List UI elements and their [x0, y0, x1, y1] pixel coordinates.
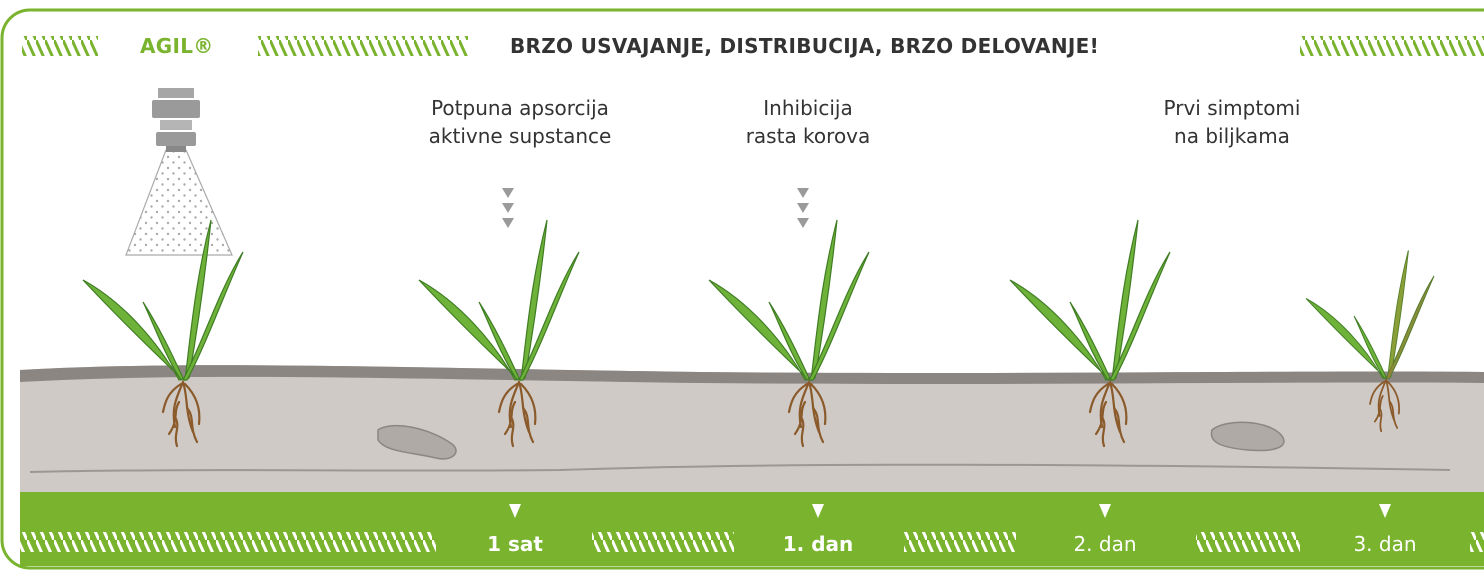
stage-label-absorption: Potpuna apsorcija aktivne supstance [428, 96, 612, 148]
hatch-pattern-icon [20, 532, 436, 552]
down-arrow-icon [1379, 504, 1391, 518]
brand-label: AGIL® [140, 34, 214, 58]
hatch-pattern-icon [1470, 532, 1484, 552]
hatch-pattern-icon [258, 36, 468, 56]
stone-icon [377, 424, 457, 460]
timeline-label: 3. dan [1353, 532, 1417, 556]
hatch-pattern-icon [1300, 36, 1484, 56]
timeline-markers [509, 504, 1391, 518]
down-arrow-icon [1099, 504, 1111, 518]
soil-layer [20, 365, 1484, 495]
stage-label-inhibition: Inhibicija rasta korova [745, 96, 871, 148]
timeline-band [20, 492, 1484, 566]
down-arrow-icon [509, 504, 521, 518]
hatch-pattern-icon [904, 532, 1016, 552]
hatch-pattern-icon [592, 532, 734, 552]
plant-wilting [1305, 249, 1435, 433]
down-arrow-icon [812, 504, 824, 518]
sprayer-icon [125, 88, 233, 256]
hatch-pattern-icon [22, 36, 98, 56]
diagram-title: BRZO USVAJANJE, DISTRIBUCIJA, BRZO DELOV… [510, 34, 1099, 58]
timeline-label: 1. dan [782, 532, 854, 556]
hatch-pattern-icon [1196, 532, 1300, 552]
timeline-label: 2. dan [1073, 532, 1137, 556]
stone-icon [1210, 421, 1285, 452]
stage-label-symptoms: Prvi simptomi na biljkama [1163, 96, 1301, 148]
timeline-label: 1 sat [487, 532, 543, 556]
